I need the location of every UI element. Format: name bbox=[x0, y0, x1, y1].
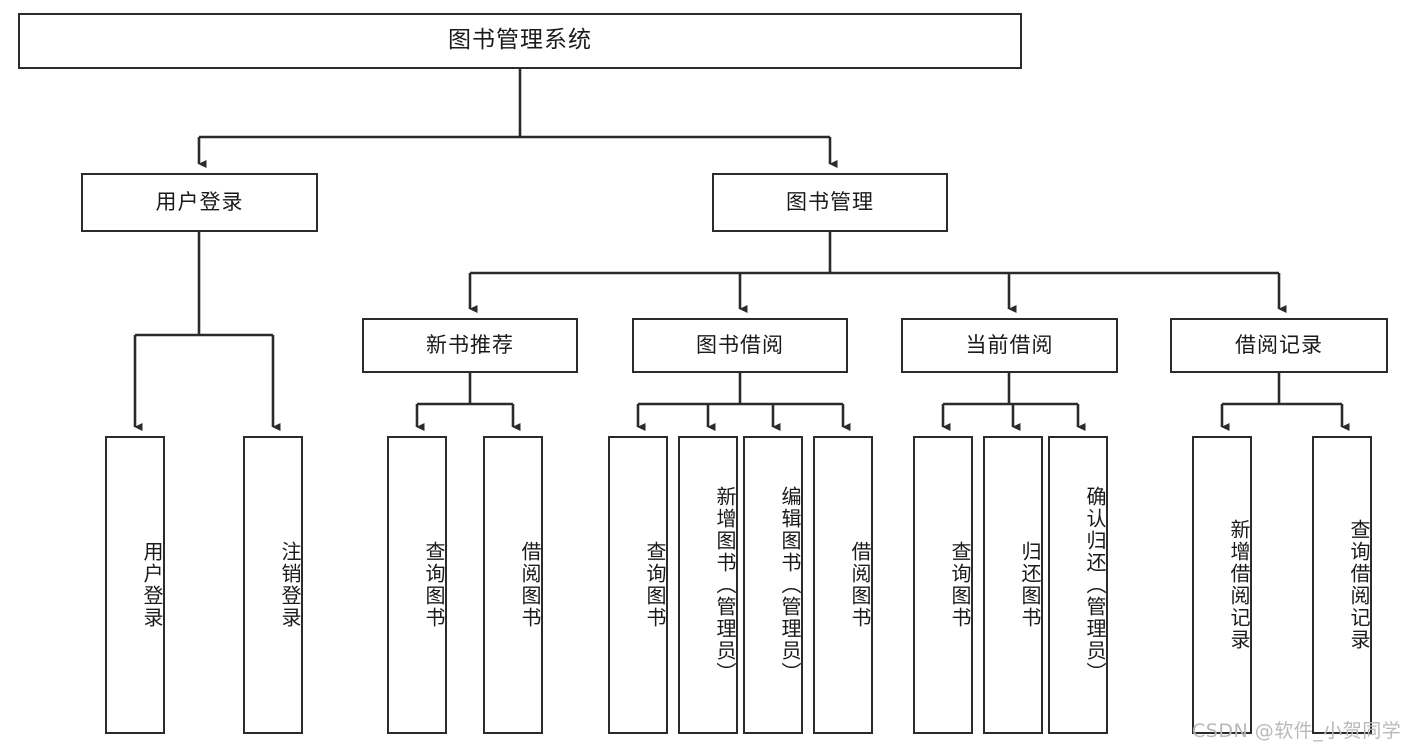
node-current-borrow[interactable]: 当前借阅 bbox=[901, 318, 1118, 373]
node-leaf-borrow-query-book[interactable]: 查询图书 bbox=[608, 436, 668, 734]
node-leaf-lend-book[interactable]: 借阅图书 bbox=[813, 436, 873, 734]
node-label: 借阅记录 bbox=[1235, 332, 1323, 357]
node-label: 新增借阅记录 bbox=[1227, 519, 1251, 651]
node-book-borrow[interactable]: 图书借阅 bbox=[632, 318, 848, 373]
node-label: 图书管理 bbox=[786, 189, 874, 214]
node-root-system[interactable]: 图书管理系统 bbox=[18, 13, 1022, 69]
node-label: 新书推荐 bbox=[426, 332, 514, 357]
node-leaf-return-book[interactable]: 归还图书 bbox=[983, 436, 1043, 734]
node-label: 借阅图书 bbox=[518, 541, 542, 629]
node-borrow-record[interactable]: 借阅记录 bbox=[1170, 318, 1388, 373]
watermark-text: CSDN @软件_小贺同学 bbox=[1192, 720, 1402, 742]
node-label: 编辑图书（管理员） bbox=[778, 486, 802, 684]
node-leaf-edit-book-admin[interactable]: 编辑图书（管理员） bbox=[743, 436, 803, 734]
node-user-login[interactable]: 用户登录 bbox=[81, 173, 318, 232]
node-label: 图书管理系统 bbox=[448, 27, 592, 54]
node-leaf-logout[interactable]: 注销登录 bbox=[243, 436, 303, 734]
node-leaf-query-borrow-record[interactable]: 查询借阅记录 bbox=[1312, 436, 1372, 734]
node-book-management[interactable]: 图书管理 bbox=[712, 173, 948, 232]
node-leaf-add-borrow-record[interactable]: 新增借阅记录 bbox=[1192, 436, 1252, 734]
node-label: 查询图书 bbox=[948, 541, 972, 629]
node-label: 确认归还（管理员） bbox=[1083, 486, 1107, 684]
node-label: 查询图书 bbox=[422, 541, 446, 629]
node-label: 用户登录 bbox=[155, 189, 244, 214]
node-label: 新增图书（管理员） bbox=[713, 486, 737, 684]
node-label: 当前借阅 bbox=[965, 332, 1054, 357]
node-label: 借阅图书 bbox=[848, 541, 872, 629]
node-label: 用户登录 bbox=[140, 541, 164, 629]
node-leaf-new-borrow-book[interactable]: 借阅图书 bbox=[483, 436, 543, 734]
node-leaf-current-query-book[interactable]: 查询图书 bbox=[913, 436, 973, 734]
node-leaf-new-query-book[interactable]: 查询图书 bbox=[387, 436, 447, 734]
node-label: 查询借阅记录 bbox=[1347, 519, 1371, 651]
node-label: 归还图书 bbox=[1018, 541, 1042, 629]
node-label: 查询图书 bbox=[643, 541, 667, 629]
node-label: 图书借阅 bbox=[696, 332, 784, 357]
node-new-book-recommend[interactable]: 新书推荐 bbox=[362, 318, 578, 373]
node-leaf-add-book-admin[interactable]: 新增图书（管理员） bbox=[678, 436, 738, 734]
node-label: 注销登录 bbox=[278, 541, 302, 629]
node-leaf-user-login[interactable]: 用户登录 bbox=[105, 436, 165, 734]
node-leaf-confirm-return-admin[interactable]: 确认归还（管理员） bbox=[1048, 436, 1108, 734]
